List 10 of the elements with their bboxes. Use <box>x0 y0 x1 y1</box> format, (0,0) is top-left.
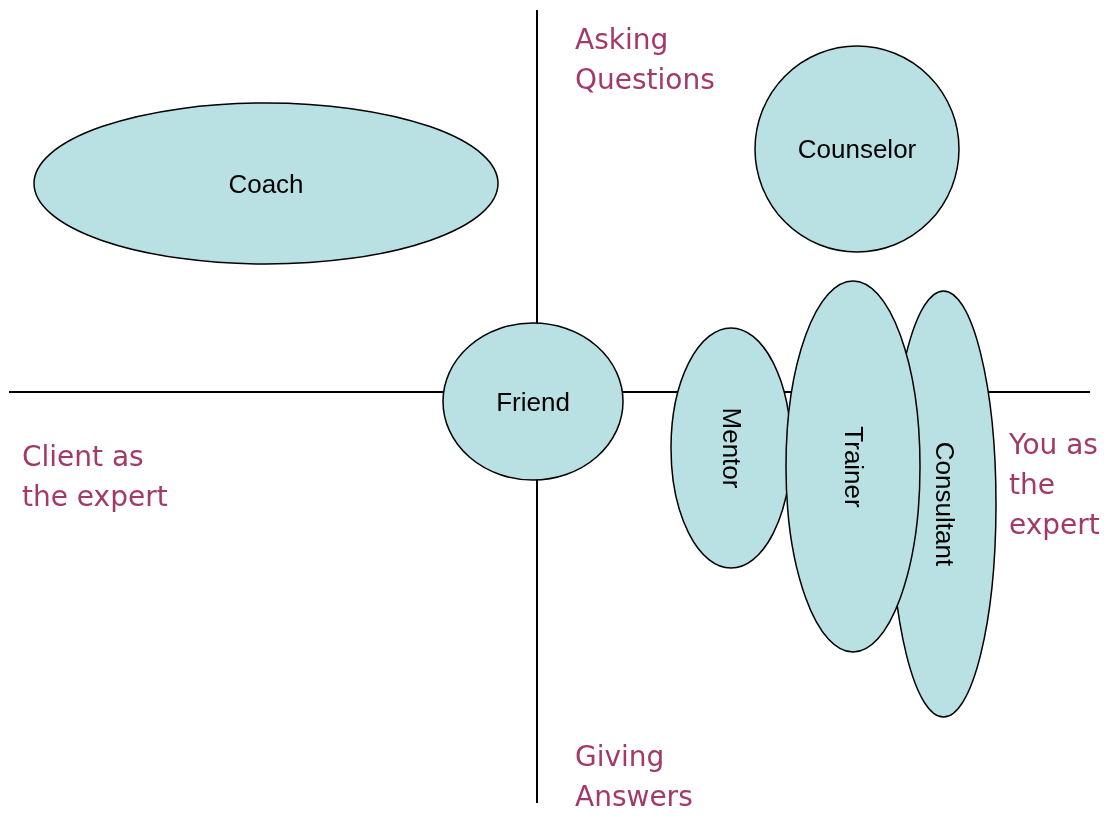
role-label: Mentor <box>715 407 747 489</box>
axis-label: You as the expert <box>1009 427 1101 543</box>
role-label: Coach <box>228 168 304 199</box>
axis-label: Giving Answers <box>575 739 694 815</box>
axis-label: Asking Questions <box>575 22 716 98</box>
role-label: Counselor <box>797 133 917 165</box>
role-label: Friend <box>496 386 570 417</box>
role-label: Trainer <box>837 425 869 508</box>
axis-label: Client as the expert <box>22 439 169 515</box>
role-label: Consultant <box>928 441 959 567</box>
